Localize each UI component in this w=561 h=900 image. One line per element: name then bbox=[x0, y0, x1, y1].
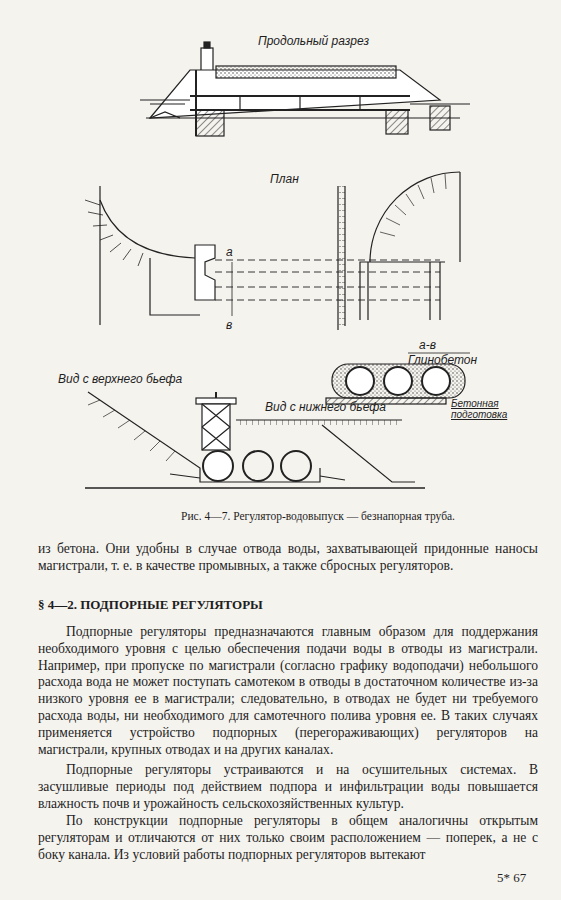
section-heading: § 4—2. ПОДПОРНЫЕ РЕГУЛЯТОРЫ bbox=[38, 597, 263, 613]
body-paragraph: из бетона. Они удобны в случае отвода во… bbox=[38, 541, 538, 575]
figure-caption: Рис. 4—7. Регулятор-водовыпуск — безнапо… bbox=[181, 510, 455, 522]
view-title: Вид с верхнего бьефа bbox=[58, 372, 182, 386]
view-title: План bbox=[270, 172, 299, 186]
section-mark: а bbox=[226, 245, 233, 259]
section-title: Продольный разрез bbox=[258, 34, 369, 48]
material-label: Глинобетон bbox=[408, 353, 477, 367]
material-label: Бетонная подготовка bbox=[451, 398, 507, 420]
longitudinal-section bbox=[140, 42, 470, 136]
body-paragraph: Подпорные регуляторы предназначаются гла… bbox=[38, 624, 538, 758]
section-title: а-в bbox=[419, 338, 436, 352]
view-title: Вид с нижнего бьефа bbox=[265, 400, 386, 414]
body-paragraph: Подпорные регуляторы устраиваются и на о… bbox=[38, 762, 538, 812]
body-paragraph: По конструкции подпорные регуляторы в об… bbox=[38, 813, 538, 863]
end-views bbox=[85, 392, 425, 488]
plan-view bbox=[85, 172, 460, 330]
page-number: 5* 67 bbox=[497, 870, 526, 886]
section-mark: в bbox=[226, 318, 232, 332]
